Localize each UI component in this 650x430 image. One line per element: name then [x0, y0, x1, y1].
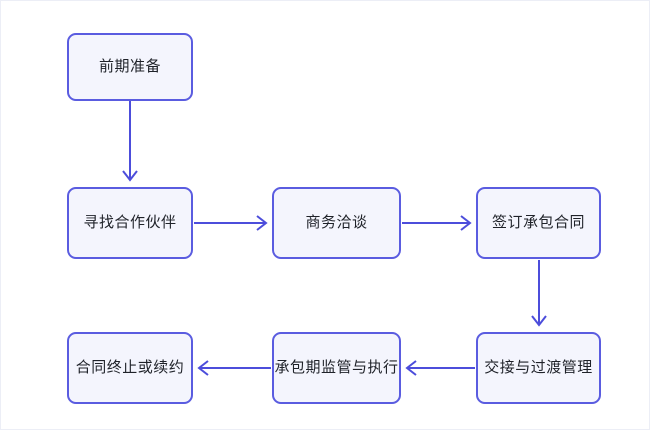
node-preparation-label: 前期准备	[98, 58, 161, 75]
connector-contract-to-handover	[531, 260, 547, 327]
node-preparation[interactable]: 前期准备	[67, 33, 193, 101]
node-sign-contract[interactable]: 签订承包合同	[476, 187, 601, 259]
connector-negotiation-to-contract	[402, 215, 472, 231]
node-contract-supervision-label: 承包期监管与执行	[274, 359, 399, 376]
node-business-negotiation[interactable]: 商务洽谈	[272, 187, 401, 259]
connector-handover-to-supervision	[405, 360, 475, 376]
node-handover-transition-label: 交接与过渡管理	[484, 359, 593, 376]
connector-supervision-to-termination	[197, 360, 271, 376]
node-find-partner-label: 寻找合作伙伴	[83, 214, 177, 231]
node-find-partner[interactable]: 寻找合作伙伴	[67, 187, 193, 259]
node-handover-transition[interactable]: 交接与过渡管理	[476, 332, 601, 404]
node-termination-or-renewal[interactable]: 合同终止或续约	[67, 332, 193, 404]
node-business-negotiation-label: 商务洽谈	[305, 214, 368, 231]
connector-preparation-to-partner	[122, 101, 138, 182]
node-contract-supervision[interactable]: 承包期监管与执行	[272, 332, 401, 404]
connector-partner-to-negotiation	[194, 215, 268, 231]
node-sign-contract-label: 签订承包合同	[491, 214, 585, 231]
node-termination-or-renewal-label: 合同终止或续约	[75, 359, 185, 376]
